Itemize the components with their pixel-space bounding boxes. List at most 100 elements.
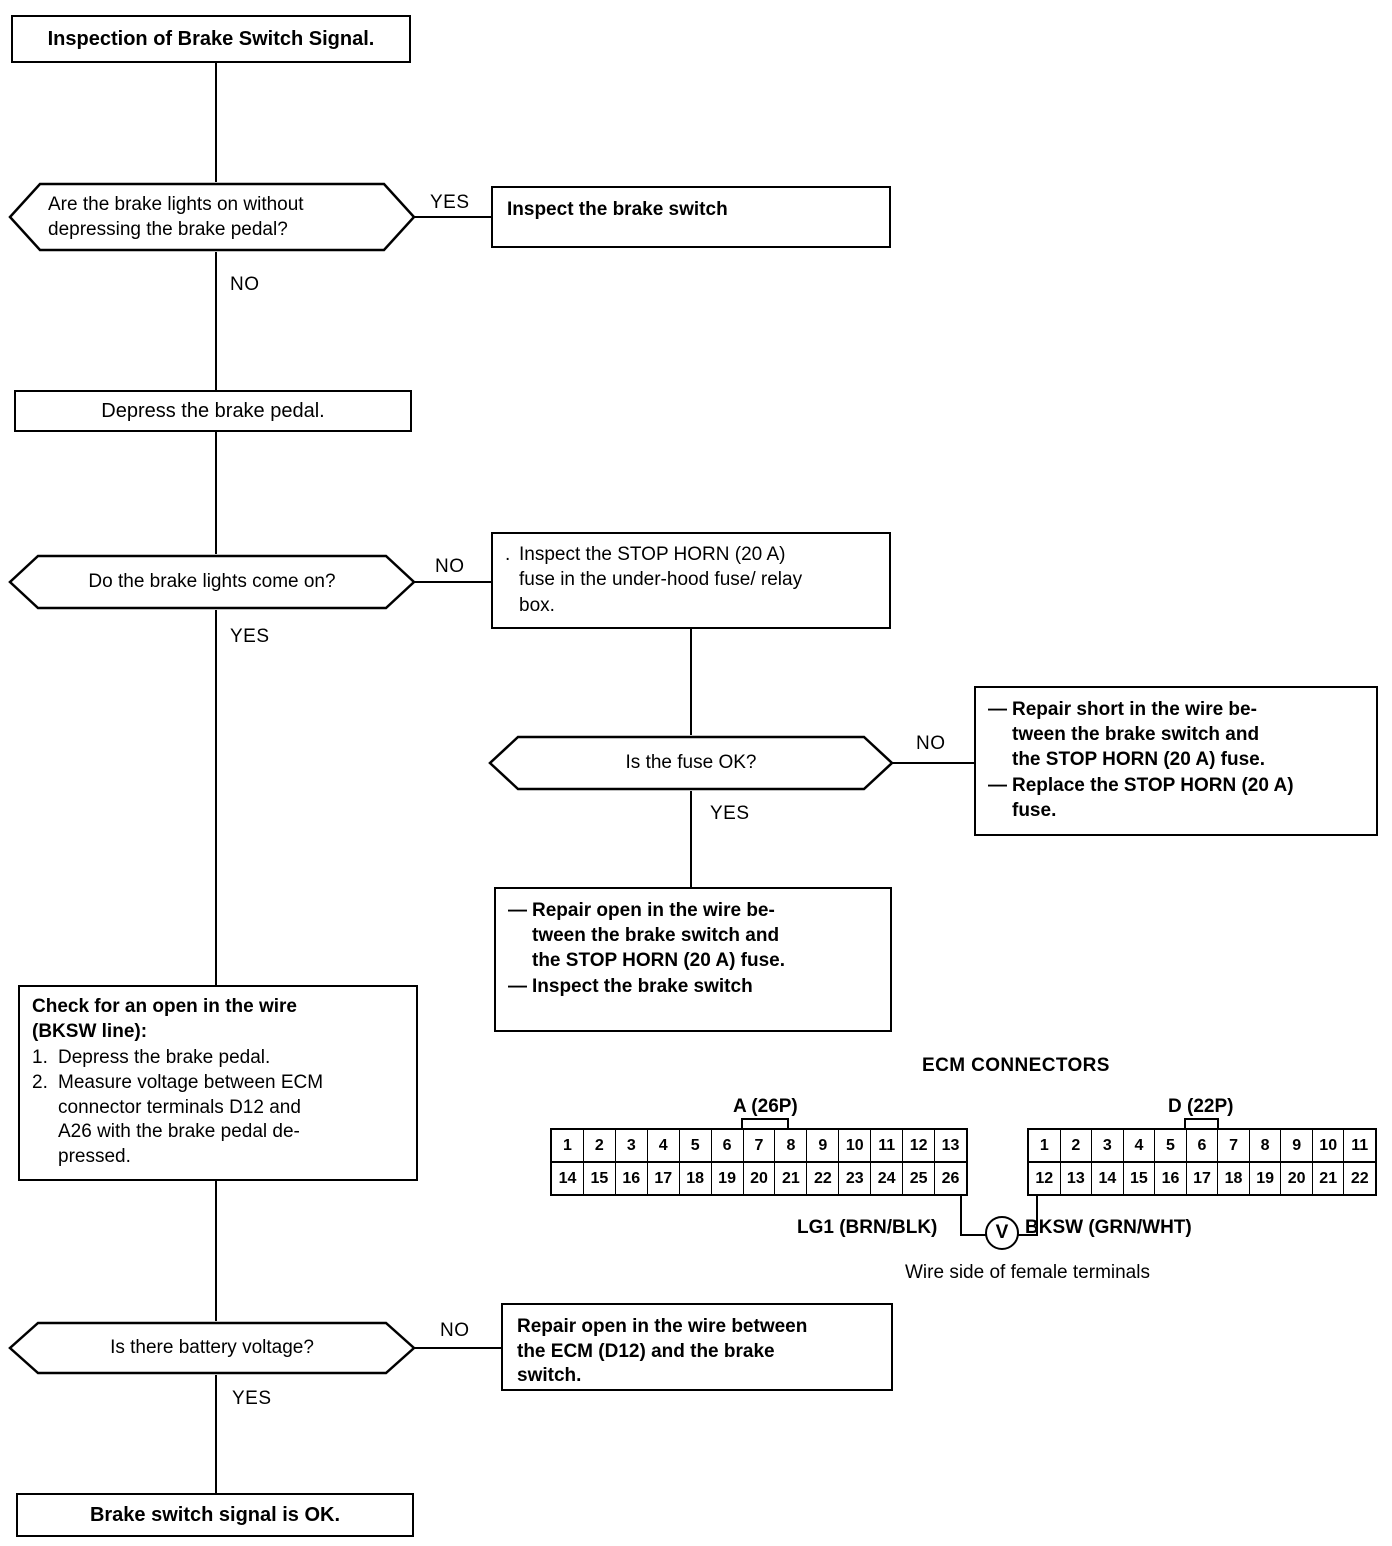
connector-d-pin: 17 (1187, 1163, 1219, 1194)
connector-a-pin: 9 (807, 1130, 840, 1161)
connector-d-pin: 12 (1029, 1163, 1061, 1194)
list-item: — Repair short in the wire be- tween the… (988, 697, 1294, 772)
edge-fuse-inspect-to-q3 (690, 629, 692, 735)
hexagon-outline (8, 182, 416, 252)
edge-q4-yes (215, 1375, 217, 1493)
connector-a-pin: 5 (680, 1130, 712, 1161)
edge-q1-yes (414, 216, 491, 218)
connector-a-pin: 15 (584, 1163, 616, 1194)
connector-d-pin: 2 (1061, 1130, 1093, 1161)
node-action-depress-label: Depress the brake pedal. (101, 400, 325, 422)
connector-d-pin: 4 (1124, 1130, 1156, 1161)
node-start: Inspection of Brake Switch Signal. (11, 15, 411, 63)
list-item-text: Repair short in the wire be- tween the b… (1012, 699, 1266, 771)
connector-d-pin: 16 (1155, 1163, 1187, 1194)
node-q2-no-action-content: . Inspect the STOP HORN (20 A) fuse in t… (493, 534, 814, 626)
wire-d12-vertical (1036, 1196, 1038, 1236)
node-q3-yes-action: — Repair open in the wire be- tween the … (494, 887, 892, 1032)
connector-d-tab (1184, 1118, 1219, 1130)
list-item-text: Replace the STOP HORN (20 A) fuse. (1012, 775, 1294, 822)
connector-d-pin: 18 (1218, 1163, 1250, 1194)
node-q1-yes-action: Inspect the brake switch (491, 186, 891, 248)
branch-label-q4-yes: YES (232, 1388, 272, 1409)
node-q1-yes-action-label: Inspect the brake switch (507, 199, 728, 220)
node-q4: Is there battery voltage? (8, 1321, 416, 1375)
node-q4-label: Is there battery voltage? (110, 1337, 314, 1359)
node-q2: Do the brake lights come on? (8, 554, 416, 610)
node-end: Brake switch signal is OK. (16, 1493, 414, 1537)
connector-d-pin: 20 (1281, 1163, 1313, 1194)
bullet-dot: . (505, 544, 511, 565)
wire-a26-horizontal (960, 1234, 995, 1236)
node-q1: Are the brake lights on without depressi… (8, 182, 416, 252)
connector-a-pin: 22 (807, 1163, 840, 1194)
list-item-text: Measure voltage between ECM connector te… (58, 1072, 324, 1168)
connector-d-pin: 8 (1250, 1130, 1282, 1161)
dash-marker: — (508, 900, 527, 921)
connector-d-pin: 5 (1155, 1130, 1187, 1161)
connector-a-pin: 4 (648, 1130, 680, 1161)
connector-d-pin: 9 (1281, 1130, 1313, 1161)
connector-a-pin: 20 (744, 1163, 776, 1194)
dash-marker: — (988, 699, 1007, 720)
ecm-connectors-title: ECM CONNECTORS (922, 1055, 1110, 1076)
connector-d-pin: 15 (1124, 1163, 1156, 1194)
hexagon-outline (8, 554, 416, 610)
list-item-text: Depress the brake pedal. (58, 1047, 271, 1069)
list-item-text: Inspect the brake switch (532, 976, 753, 998)
connector-a-row-bottom: 14 15 16 17 18 19 20 21 22 23 24 25 26 (552, 1163, 966, 1194)
node-q1-label: Are the brake lights on without depressi… (48, 193, 304, 240)
node-q3: Is the fuse OK? (488, 735, 894, 791)
connector-a-pin: 18 (680, 1163, 712, 1194)
branch-label-q1-no: NO (230, 274, 260, 295)
edge-q1-no (215, 252, 217, 392)
branch-label-q2-yes: YES (230, 626, 270, 647)
connector-d-row-top: 1 2 3 4 5 6 7 8 9 10 11 (1029, 1130, 1375, 1163)
node-check-open: Check for an open in the wire (BKSW line… (18, 985, 418, 1181)
connector-d-pin: 3 (1092, 1130, 1124, 1161)
branch-label-q3-yes: YES (710, 803, 750, 824)
dash-marker: — (508, 976, 527, 998)
node-action-depress: Depress the brake pedal. (14, 390, 412, 432)
wire-label-lg1: LG1 (BRN/BLK) (797, 1217, 938, 1238)
connector-a-pin: 26 (941, 1169, 960, 1187)
connector-a-pin: 23 (839, 1163, 872, 1194)
connector-a-pin: 19 (712, 1163, 744, 1194)
edge-q2-yes (215, 610, 217, 985)
connector-d-pin: 21 (1313, 1163, 1345, 1194)
connector-a-pin: 10 (839, 1130, 872, 1161)
connector-d: 1 2 3 4 5 6 7 8 9 10 11 12 13 14 15 16 1… (1027, 1128, 1377, 1196)
connector-a-pin: 17 (648, 1163, 680, 1194)
connector-a-pin: 24 (871, 1163, 904, 1194)
branch-label-q2-no: NO (435, 556, 465, 577)
list-item-text: Repair open in the wire be- tween the br… (532, 900, 786, 972)
node-q4-no-action-label: Repair open in the wire between the ECM … (517, 1316, 808, 1387)
connector-d-pin: 19 (1250, 1163, 1282, 1194)
list-item: 1. Depress the brake pedal. (32, 1046, 323, 1071)
connector-a-label: A (26P) (733, 1096, 798, 1117)
edge-checkopen-to-q4 (215, 1181, 217, 1321)
wire-side-note: Wire side of female terminals (905, 1262, 1150, 1283)
node-q4-no-action: Repair open in the wire between the ECM … (501, 1303, 893, 1391)
wire-d12-horizontal (1018, 1234, 1038, 1236)
list-item: — Inspect the brake switch (508, 974, 785, 999)
connector-a-pin: 2 (584, 1130, 616, 1161)
edge-q3-no (892, 762, 974, 764)
node-q2-no-action: . Inspect the STOP HORN (20 A) fuse in t… (491, 532, 891, 629)
edge-depress-to-q2 (215, 432, 217, 554)
wire-a26-vertical (960, 1196, 962, 1236)
connector-d-pin: 7 (1218, 1130, 1250, 1161)
connector-a: 1 2 3 4 5 6 7 8 9 10 11 12 13 14 15 16 1… (550, 1128, 968, 1196)
branch-label-q1-yes: YES (430, 192, 470, 213)
connector-a-pin: 3 (616, 1130, 648, 1161)
connector-a-pin: 1 (552, 1130, 584, 1161)
connector-a-pin: 16 (616, 1163, 648, 1194)
list-item-number: 2. (32, 1072, 48, 1094)
list-item: 2. Measure voltage between ECM connector… (32, 1071, 323, 1170)
voltmeter-symbol: V (995, 1222, 1009, 1243)
connector-a-pin: 25 (903, 1163, 936, 1194)
connector-d-pin: 14 (1092, 1163, 1124, 1194)
connector-d-row-bottom: 12 13 14 15 16 17 18 19 20 21 22 (1029, 1163, 1375, 1194)
list-item-number: 1. (32, 1047, 48, 1069)
